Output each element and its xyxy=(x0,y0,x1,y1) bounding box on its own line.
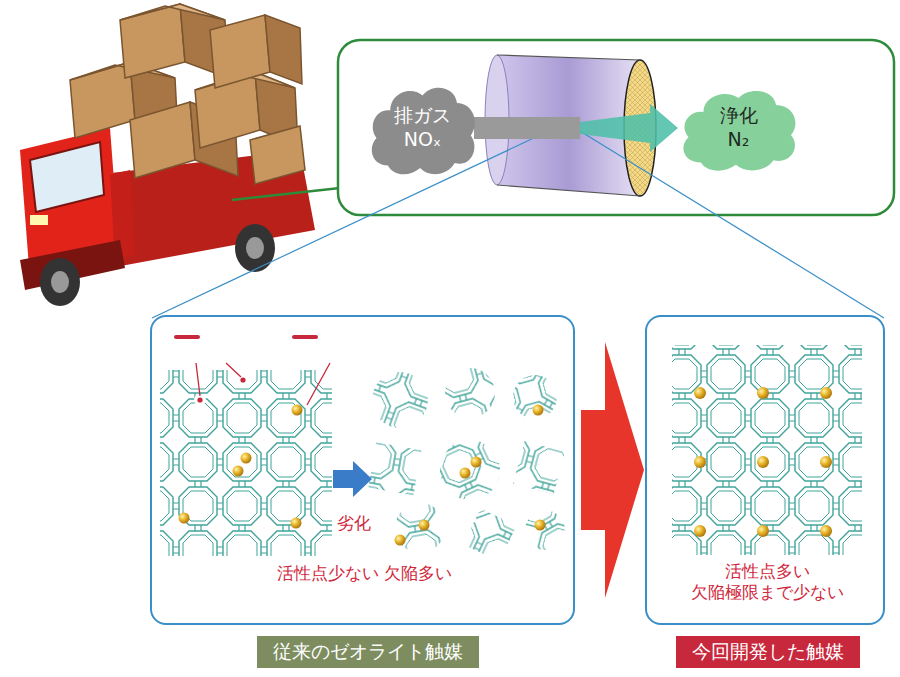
panel-text: 劣化 xyxy=(324,513,384,534)
panel-text: 活性点少ない 欠陥多い xyxy=(257,563,472,584)
defect-dot xyxy=(197,397,202,402)
active-sites xyxy=(179,387,833,546)
flow-arrow xyxy=(581,342,644,598)
conventional-panel: 劣化活性点少ない 欠陥多い欠陥活性点（黄色） xyxy=(150,315,575,625)
new-panel: 活性点多い 欠陥極限まで少ない xyxy=(645,315,885,625)
degraded-lattice xyxy=(364,362,572,561)
conventional-tab: 従来のゼオライト触媒 xyxy=(257,636,479,668)
flow-arrow xyxy=(474,104,678,152)
exhaust-cloud: 排ガス NOₓ xyxy=(365,78,480,178)
tab-text: 今回開発した触媒 xyxy=(692,640,844,664)
leader-line xyxy=(232,188,340,200)
truck xyxy=(20,4,315,306)
defect-dot xyxy=(240,377,245,382)
panel-text: 活性点多い 欠陥極限まで少ない xyxy=(657,561,877,604)
callout-frame xyxy=(338,40,894,215)
pill-text: 活性点（黄色） xyxy=(305,337,424,358)
cloud-text: 浄化 N₂ xyxy=(708,104,770,152)
active-site-tag: 活性点（黄色） xyxy=(292,335,318,339)
leader-line xyxy=(196,363,330,405)
zeolite-lattice xyxy=(672,345,862,555)
cloud-text: 排ガス NOₓ xyxy=(392,104,454,152)
zoom-line xyxy=(152,128,555,318)
degradation-arrow xyxy=(333,461,372,497)
defect-tag: 欠陥 xyxy=(174,335,200,339)
clean-cloud: 浄化 N₂ xyxy=(676,82,801,174)
tab-text: 従来のゼオライト触媒 xyxy=(273,640,463,664)
new-tab: 今回開発した触媒 xyxy=(676,636,860,668)
zeolite-lattice xyxy=(160,370,332,556)
pill-text: 欠陥 xyxy=(187,337,221,358)
